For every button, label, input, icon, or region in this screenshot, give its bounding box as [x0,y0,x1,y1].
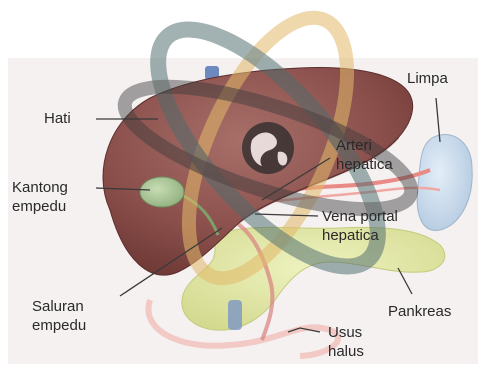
label-vena-portal-hepatica: Vena portal hepatica [322,207,398,245]
label-kantong-empedu: Kantong empedu [12,178,68,216]
label-limpa: Limpa [407,69,448,88]
duodenum-tube [228,300,242,330]
label-arteri-hepatica: Arteri hepatica [336,136,393,174]
label-saluran-empedu: Saluran empedu [32,297,86,335]
label-hati: Hati [44,109,71,128]
label-pankreas: Pankreas [388,302,451,321]
label-usus-halus: Usus halus [328,323,364,361]
gallbladder [140,177,184,207]
